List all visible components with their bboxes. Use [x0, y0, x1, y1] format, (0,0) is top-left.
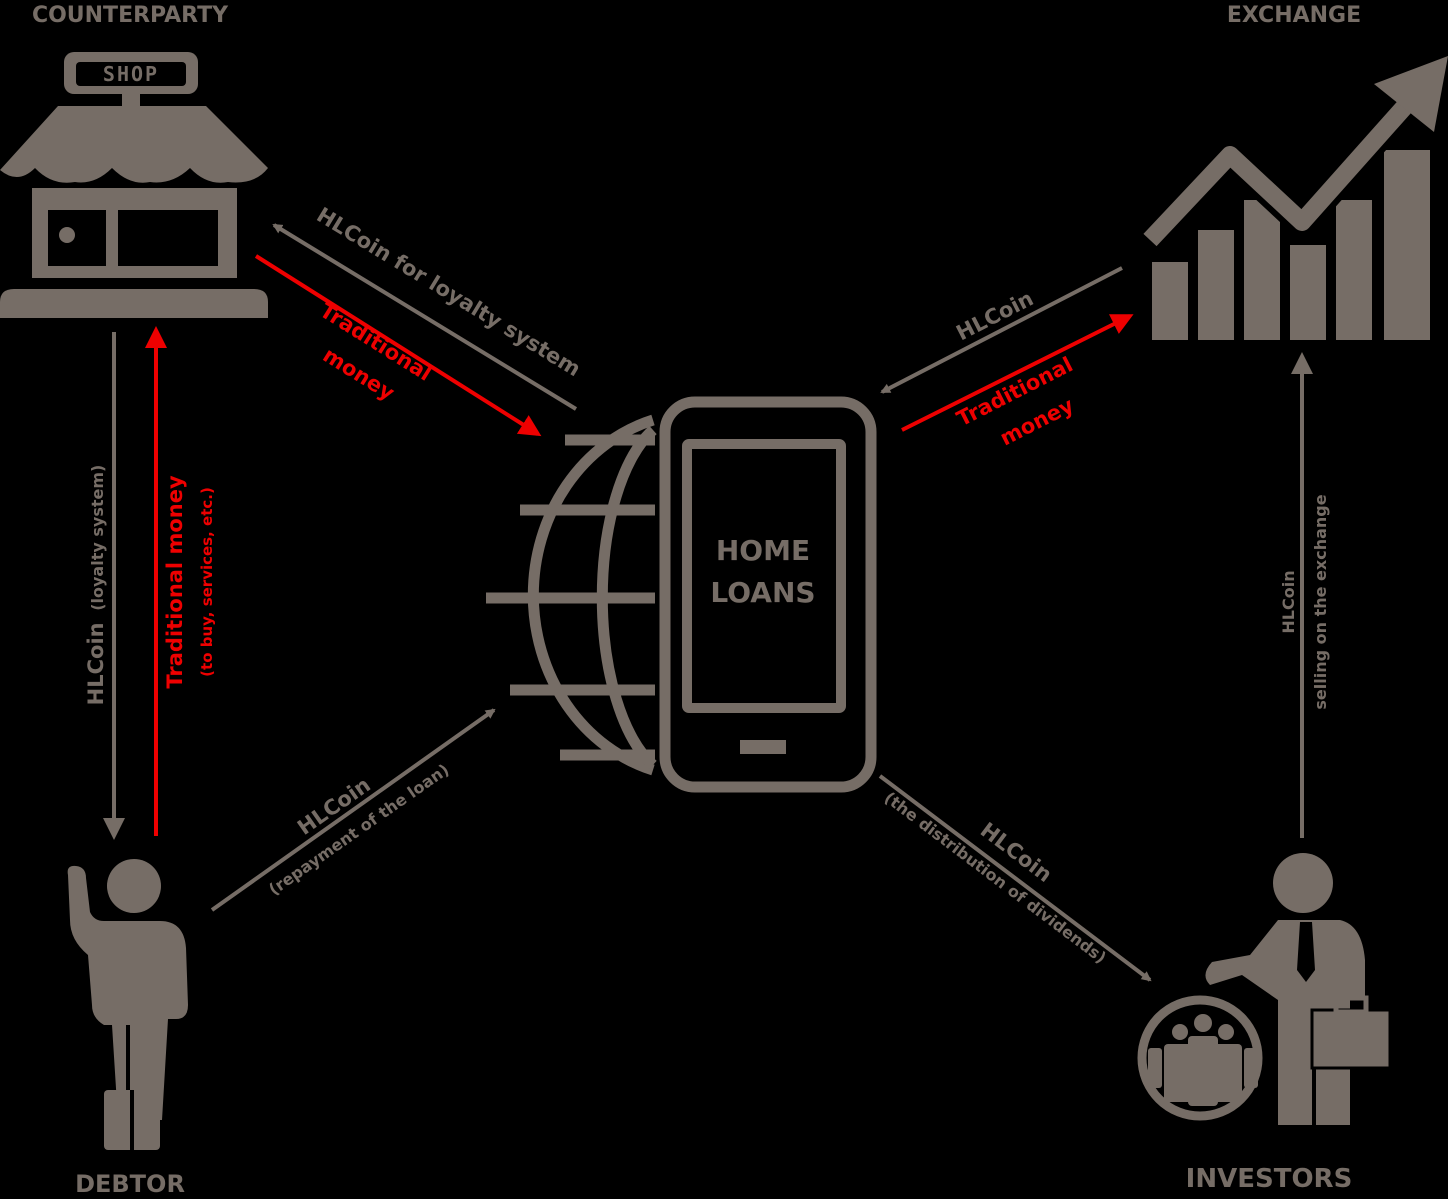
arrow-debtor-to-app-hlcoin: [210, 708, 496, 912]
debtor-title: DEBTOR: [75, 1170, 185, 1198]
center-label-line2: LOANS: [710, 576, 815, 609]
label-hlcoin-loyalty-vertical-sub: (loyalty system): [88, 465, 107, 611]
arrow-app-to-investors-hlcoin: [878, 774, 1152, 982]
arrow-exchange-to-app-hlcoin: [880, 266, 1123, 394]
label-hlcoin-loyalty-vertical-main: HLCoin: [84, 622, 108, 705]
counterparty-title: COUNTERPARTY: [32, 3, 229, 28]
label-traditional-money-vertical-sub: (to buy, services, etc.): [198, 487, 216, 677]
phone-home-button: [740, 740, 786, 754]
label-hlcoin-loyalty-vertical: HLCoin (loyalty system): [84, 465, 108, 706]
arrow-app-to-shop-loyalty: [272, 223, 578, 411]
shop-icon: SHOP: [0, 52, 268, 318]
growth-chart-icon: [1139, 56, 1448, 340]
businessman-with-group-icon: [1137, 853, 1392, 1125]
label-traditional-money-vertical: Traditional money: [163, 475, 187, 689]
globe-phone-icon: [486, 396, 877, 793]
label-hlcoin-selling-line2: selling on the exchange: [1311, 494, 1330, 709]
exchange-title: EXCHANGE: [1227, 3, 1361, 28]
arrow-app-to-exchange-money: [901, 314, 1134, 432]
shop-sign-text: SHOP: [103, 62, 159, 86]
label-hlcoin-exchange: HLCoin: [952, 286, 1037, 345]
label-hlcoin-loyalty-system: HLCoin for loyalty system: [312, 203, 584, 381]
arrow-shop-to-app-money: [254, 254, 542, 437]
label-hlcoin-selling-line1: HLCoin: [1279, 570, 1298, 633]
investors-title: INVESTORS: [1186, 1164, 1353, 1194]
center-label-line1: HOME: [716, 534, 810, 567]
waving-person-icon: [67, 859, 188, 1150]
label-hlcoin-dividends-sub: (the distribution of dividends): [881, 788, 1110, 967]
